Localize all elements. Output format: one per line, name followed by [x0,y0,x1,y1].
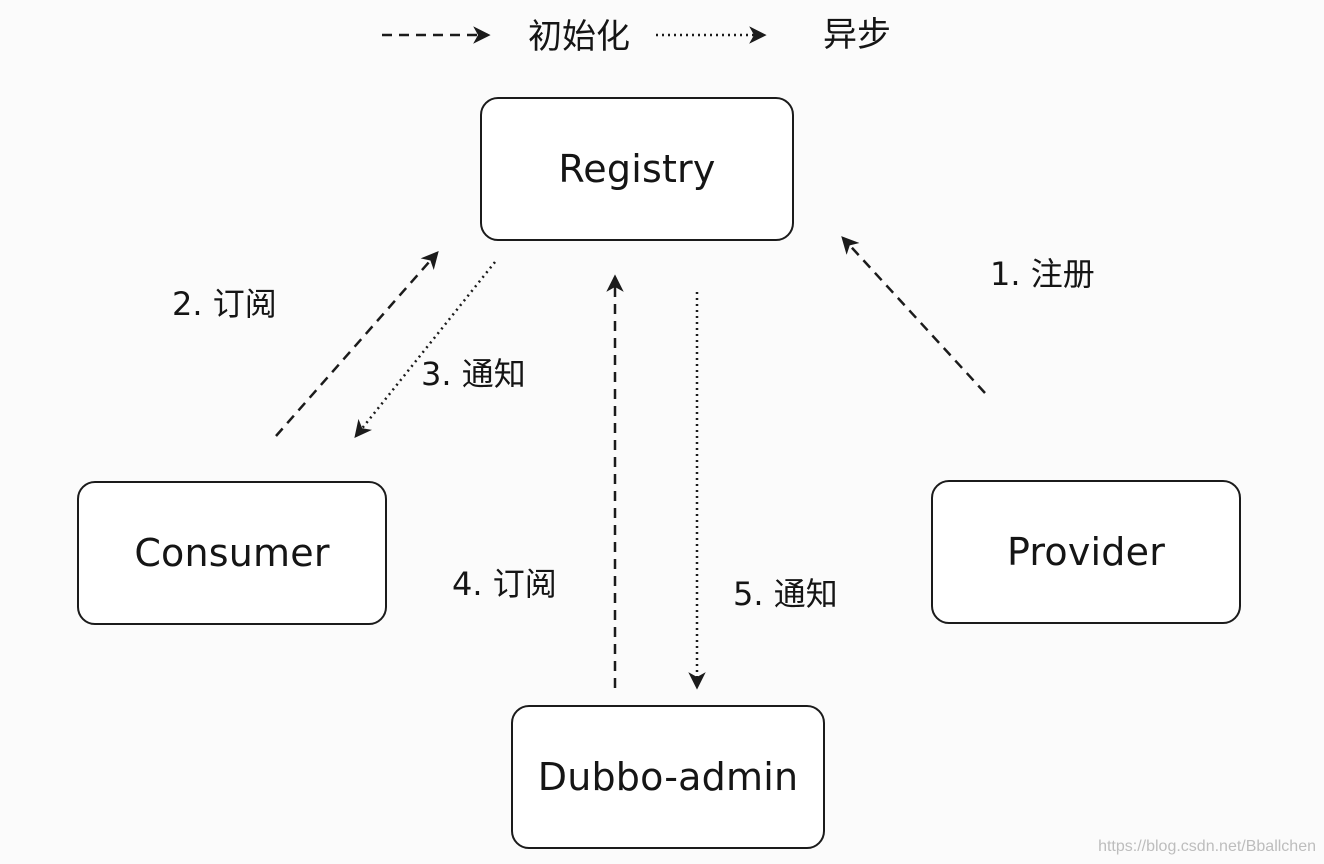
provider-node: Provider [931,480,1241,624]
watermark: https://blog.csdn.net/Bballchen [1098,838,1316,855]
consumer-node: Consumer [77,481,387,625]
legend-async-label: 异步 [823,15,891,55]
edge-label-register: 1. 注册 [990,255,1095,293]
edge-provider-register [841,236,986,394]
edge-label-admin-notify: 5. 通知 [733,575,838,613]
edge-consumer-notify [354,261,496,439]
dubbo-admin-node: Dubbo-admin [511,705,825,849]
edge-label-consumer-notify: 3. 通知 [421,355,526,393]
edge-consumer-subscribe [275,251,439,437]
edge-label-admin-subscribe: 4. 订阅 [452,565,557,603]
consumer-label: Consumer [134,531,330,575]
legend-init-label: 初始化 [528,17,630,57]
dubbo-admin-label: Dubbo-admin [537,755,799,799]
edge-label-consumer-subscribe: 2. 订阅 [172,285,277,323]
registry-node: Registry [480,97,794,241]
registry-label: Registry [558,147,716,191]
provider-label: Provider [1006,530,1166,574]
